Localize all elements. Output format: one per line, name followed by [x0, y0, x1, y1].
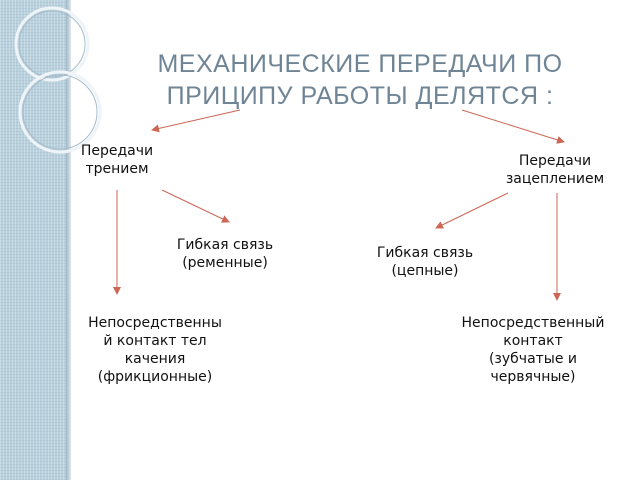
node-direct-gear-line-1: Непосредственный [461, 315, 605, 331]
node-flexible-chain-line-2: (цепные) [391, 263, 459, 279]
ring-lower [18, 70, 102, 154]
node-direct-friction-line-1: Непосредственны [88, 315, 222, 331]
sidebar-edge [66, 0, 71, 480]
node-direct-friction-line-2: й контакт тел [103, 333, 207, 349]
node-direct-friction-line-3: качения [124, 351, 186, 367]
node-flexible-belt: Гибкая связь (ременные) [160, 236, 290, 272]
node-flexible-chain-line-1: Гибкая связь [376, 245, 474, 261]
ring-lower-inner [22, 74, 98, 150]
arrow-friction-to-belt [161, 189, 230, 223]
arrow-title-to-engagement [461, 109, 565, 144]
arrow-title-to-friction [151, 109, 241, 133]
node-friction: Передачи трением [62, 142, 172, 178]
node-direct-gear-line-3: (зубчатые и [488, 351, 578, 367]
decorative-rings [14, 6, 102, 154]
node-friction-line-2: трением [85, 161, 149, 177]
node-flexible-belt-line-2: (ременные) [182, 255, 268, 271]
node-direct-friction: Непосредственны й контакт тел качения (ф… [70, 314, 240, 386]
title-line-2: ПРИЦИПУ РАБОТЫ ДЕЛЯТСЯ : [166, 82, 554, 110]
node-flexible-chain: Гибкая связь (цепные) [360, 244, 490, 280]
page-title: МЕХАНИЧЕСКИЕ ПЕРЕДАЧИ ПО ПРИЦИПУ РАБОТЫ … [110, 48, 610, 112]
node-engagement: Передачи зацеплением [490, 152, 620, 188]
title-line-1: МЕХАНИЧЕСКИЕ ПЕРЕДАЧИ ПО [157, 50, 563, 78]
node-engagement-line-2: зацеплением [505, 171, 605, 187]
node-friction-line-1: Передачи [80, 143, 154, 159]
node-direct-gear: Непосредственный контакт (зубчатые и чер… [448, 314, 618, 386]
arrow-engagement-to-chain [435, 192, 509, 229]
node-direct-gear-line-4: червячные) [490, 369, 576, 385]
node-engagement-line-1: Передачи [518, 153, 592, 169]
node-direct-gear-line-2: контакт [503, 333, 563, 349]
node-flexible-belt-line-1: Гибкая связь [176, 237, 274, 253]
ring-upper [14, 6, 90, 82]
node-direct-friction-line-4: (фрикционные) [97, 369, 213, 385]
ring-upper-inner [18, 10, 86, 78]
